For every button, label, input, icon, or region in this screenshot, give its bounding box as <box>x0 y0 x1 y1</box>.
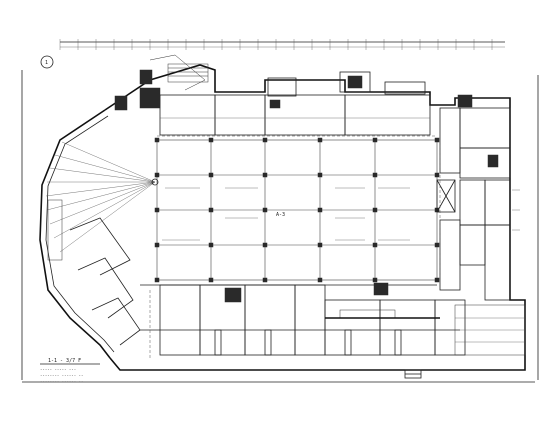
focal-point <box>151 178 159 186</box>
structural-column <box>372 242 378 248</box>
structural-column <box>317 207 323 213</box>
facade-ray <box>53 181 156 239</box>
structural-column <box>262 137 268 143</box>
structural-column <box>262 207 268 213</box>
note-line-1: ----- ----- --- <box>40 367 76 372</box>
structural-column <box>208 242 214 248</box>
structural-column <box>154 172 160 178</box>
top-wing-rooms <box>139 63 431 136</box>
facade-ray <box>46 181 156 211</box>
structural-column <box>372 172 378 178</box>
axis-marker: 1 <box>40 55 54 69</box>
structural-column <box>208 137 214 143</box>
structural-column <box>208 207 214 213</box>
structural-column <box>317 172 323 178</box>
curved-facade <box>45 141 159 253</box>
structural-column <box>372 277 378 283</box>
structural-column <box>262 242 268 248</box>
structural-column <box>262 277 268 283</box>
note-line-3: -------- ------ -- <box>40 379 83 384</box>
structural-column <box>262 172 268 178</box>
facade-ray <box>59 181 156 253</box>
structural-column <box>154 137 160 143</box>
structural-column <box>372 137 378 143</box>
facade-ray <box>54 154 156 183</box>
drawing-notes: 1-1 - 3/7 F ----- ----- --- -------- ---… <box>40 358 100 384</box>
dimension-line-left <box>21 70 539 383</box>
structural-column <box>434 137 440 143</box>
structural-column <box>154 277 160 283</box>
facade-ray <box>49 181 156 225</box>
structural-column <box>434 242 440 248</box>
structural-column <box>208 277 214 283</box>
hall-bays: A-3 <box>162 187 410 241</box>
service-lines <box>149 135 441 360</box>
structural-column <box>434 172 440 178</box>
structural-column <box>317 242 323 248</box>
column-grid <box>154 137 440 283</box>
structural-column <box>434 277 440 283</box>
facade-ray <box>61 141 156 183</box>
axis-marker-label: 1 <box>45 60 48 66</box>
bottom-marker <box>404 369 422 379</box>
structural-column <box>208 172 214 178</box>
structural-column <box>154 242 160 248</box>
facade-ray <box>45 181 156 197</box>
structural-column <box>372 207 378 213</box>
structural-column <box>317 137 323 143</box>
right-wing-rooms <box>436 94 520 301</box>
note-line-2: -------- ------ -- <box>40 373 83 378</box>
structural-column <box>154 207 160 213</box>
bottom-shop-row <box>140 282 526 356</box>
left-wing-shops <box>47 54 206 346</box>
facade-ray <box>49 167 156 183</box>
hall-label: A-3 <box>276 212 285 218</box>
structural-column <box>317 277 323 283</box>
dimension-line-top <box>59 39 505 50</box>
section-note: 1-1 - 3/7 F <box>48 358 81 364</box>
outer-walls <box>39 64 526 371</box>
